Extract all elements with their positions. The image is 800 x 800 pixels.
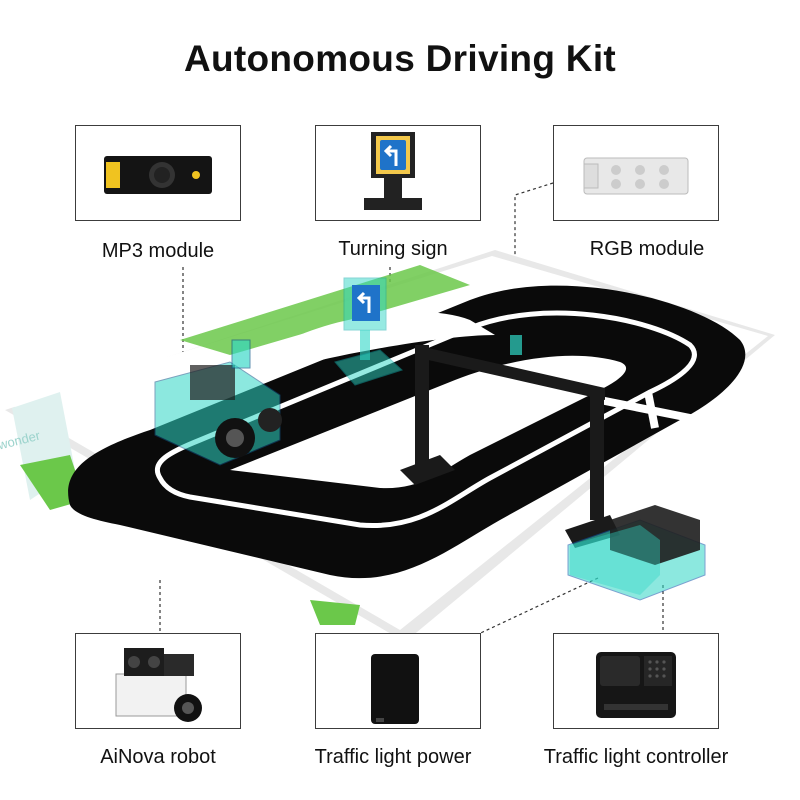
controller-icon [596, 652, 676, 718]
robot-label: AiNova robot [100, 746, 216, 768]
traffic-light-gantry [400, 335, 620, 548]
traffic-light-power-label: Traffic light power [314, 746, 472, 768]
turning-sign-icon [364, 132, 422, 210]
robot-card [75, 633, 241, 729]
mat-green-zone-bottom [310, 600, 360, 625]
traffic-light-power-card [315, 633, 481, 729]
turning-sign-model [334, 277, 403, 386]
page-title: Autonomous Driving Kit [183, 38, 617, 79]
rgb-module-icon [583, 157, 689, 195]
traffic-light-controller-card [553, 633, 719, 729]
mat-green-zone [180, 265, 470, 355]
rgb-module-card [553, 125, 719, 221]
traffic-light-modules [567, 505, 706, 601]
power-bank-icon [371, 654, 419, 724]
rgb-module-label: RGB module [589, 238, 705, 260]
robot-model [154, 339, 282, 466]
mp3-module-icon [104, 156, 212, 194]
connector-power [469, 577, 599, 639]
mp3-module-label: MP3 module [101, 240, 215, 262]
traffic-light-controller-label: Traffic light controller [543, 746, 729, 768]
turning-sign-label: Turning sign [338, 238, 448, 260]
ainova-robot-icon [115, 648, 202, 722]
turning-sign-card [315, 125, 481, 221]
mp3-module-card [75, 125, 241, 221]
